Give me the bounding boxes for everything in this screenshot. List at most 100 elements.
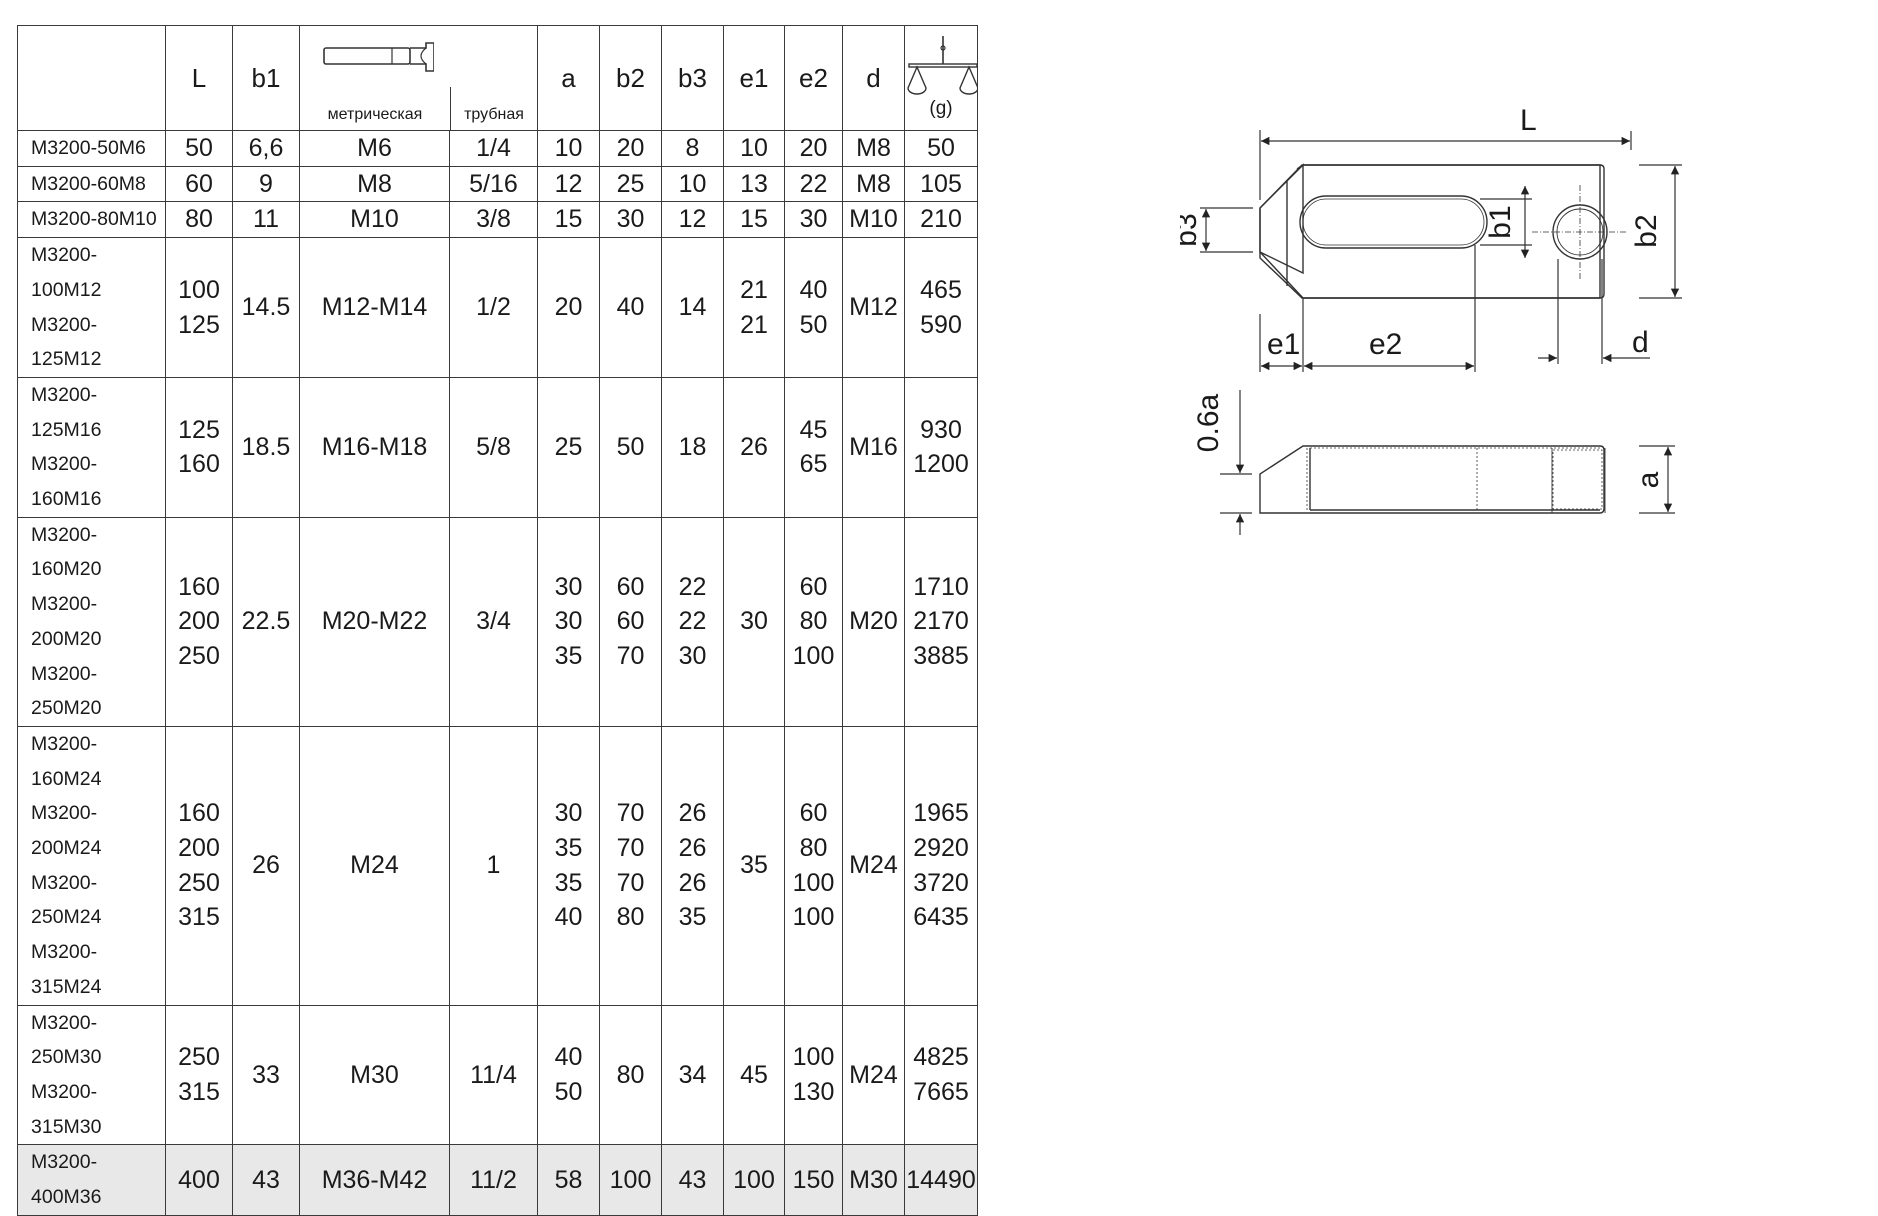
cell-e2-value: 80 (799, 607, 828, 636)
cell-d: M8 (842, 165, 905, 203)
cell-b1: 22.5 (232, 516, 300, 727)
cell-a-value: 30 (554, 607, 583, 636)
header-b1: b1 (232, 25, 300, 131)
cell-e1: 15 (723, 201, 785, 239)
cell-b3: 14 (661, 237, 724, 378)
cell-article: M3200-80M10 (17, 201, 166, 239)
cell-d: M24 (842, 1004, 905, 1146)
cell-pipe: 5/16 (449, 165, 538, 203)
cell-b1: 33 (232, 1004, 300, 1146)
header-e2: e2 (784, 25, 843, 131)
cell-e2: 30 (784, 201, 843, 239)
cell-e1-value: 21 (740, 275, 768, 304)
cell-a-value: 35 (554, 868, 583, 897)
cell-pipe: 3/4 (449, 516, 538, 727)
cell-b3: 8 (661, 130, 724, 167)
cell-a-value: 30 (554, 572, 583, 601)
cell-article-value: M3200-250M20 (31, 662, 102, 720)
cell-L: 400 (165, 1144, 233, 1216)
cell-b3: 34 (661, 1004, 724, 1146)
cell-L-value: 250 (178, 868, 220, 897)
cell-pipe: 1 (449, 725, 538, 1006)
cell-article-value: M3200-315M30 (31, 1080, 102, 1138)
cell-b1: 14.5 (232, 237, 300, 378)
cell-e1: 100 (723, 1144, 785, 1216)
cell-a: 15 (537, 201, 600, 239)
cell-d: M30 (842, 1144, 905, 1216)
cell-b2-value: 60 (616, 607, 645, 636)
cell-article-value: M3200-160M20 (31, 523, 102, 581)
cell-e2-value: 100 (792, 868, 835, 897)
balance-scale-icon (907, 36, 978, 95)
cell-article-value: M3200-125M16 (31, 383, 102, 441)
cell-e2: 20 (784, 130, 843, 167)
cell-pipe: 1/2 (449, 237, 538, 378)
bolt-icon (323, 42, 434, 72)
cell-a: 20 (537, 237, 600, 378)
cell-metric: M10 (299, 201, 450, 239)
cell-b1: 26 (232, 725, 300, 1006)
cell-e2-value: 65 (799, 450, 828, 479)
cell-e1: 45 (723, 1004, 785, 1146)
label-b2: b2 (1630, 214, 1663, 247)
cell-b2: 30 (599, 201, 662, 239)
label-d: d (1632, 326, 1649, 359)
dim-a (1639, 445, 1675, 514)
cell-e2-value: 100 (792, 642, 835, 671)
cell-b2: 80 (599, 1004, 662, 1146)
cell-b2: 40 (599, 237, 662, 378)
cell-weight-value: 6435 (913, 903, 969, 932)
cell-b2: 50 (599, 376, 662, 518)
dim-b2 (1639, 164, 1682, 299)
cell-e2: 150 (784, 1144, 843, 1216)
cell-b3: 10 (661, 165, 724, 203)
label-0.6a: 0.6a (1192, 393, 1225, 452)
cell-weight-value: 2920 (913, 834, 969, 863)
cell-L: 80 (165, 201, 233, 239)
cell-d: M24 (842, 725, 905, 1006)
cell-weight-value: 1710 (913, 572, 969, 601)
label-b1: b1 (1484, 205, 1517, 238)
header-b2: b2 (599, 25, 662, 131)
cell-b2: 100 (599, 1144, 662, 1216)
cell-a-value: 50 (554, 1077, 583, 1106)
cell-b2-value: 70 (616, 834, 645, 863)
cell-metric: M6 (299, 130, 450, 167)
cell-b1: 9 (232, 165, 300, 203)
header-row: L b1 метрическая трубная a b2 b3 e1 e2 d (17, 25, 978, 131)
cell-article-value: M3200-250M30 (31, 1011, 102, 1069)
cell-article-value: M3200-125M12 (31, 313, 102, 371)
cell-e2-value: 60 (799, 799, 828, 828)
cell-d: M10 (842, 201, 905, 239)
cell-L-value: 315 (178, 903, 220, 932)
cell-b3-value: 22 (678, 572, 707, 601)
cell-b1: 18.5 (232, 376, 300, 518)
cell-pipe: 11/2 (449, 1144, 538, 1216)
cell-article-value: M3200-200M20 (31, 593, 102, 650)
side-view (1259, 445, 1606, 514)
cell-metric: M30 (299, 1004, 450, 1146)
cell-b2: 25 (599, 165, 662, 203)
cell-L-value: 250 (178, 1043, 220, 1072)
cell-e2-value: 100 (792, 903, 835, 932)
cell-b2-value: 60 (616, 572, 645, 601)
spec-table: L b1 метрическая трубная a b2 b3 e1 e2 d (17, 25, 978, 1216)
cell-pipe: 1/4 (449, 130, 538, 167)
cell-e1-value: 21 (740, 310, 768, 339)
header-L: L (165, 25, 233, 131)
